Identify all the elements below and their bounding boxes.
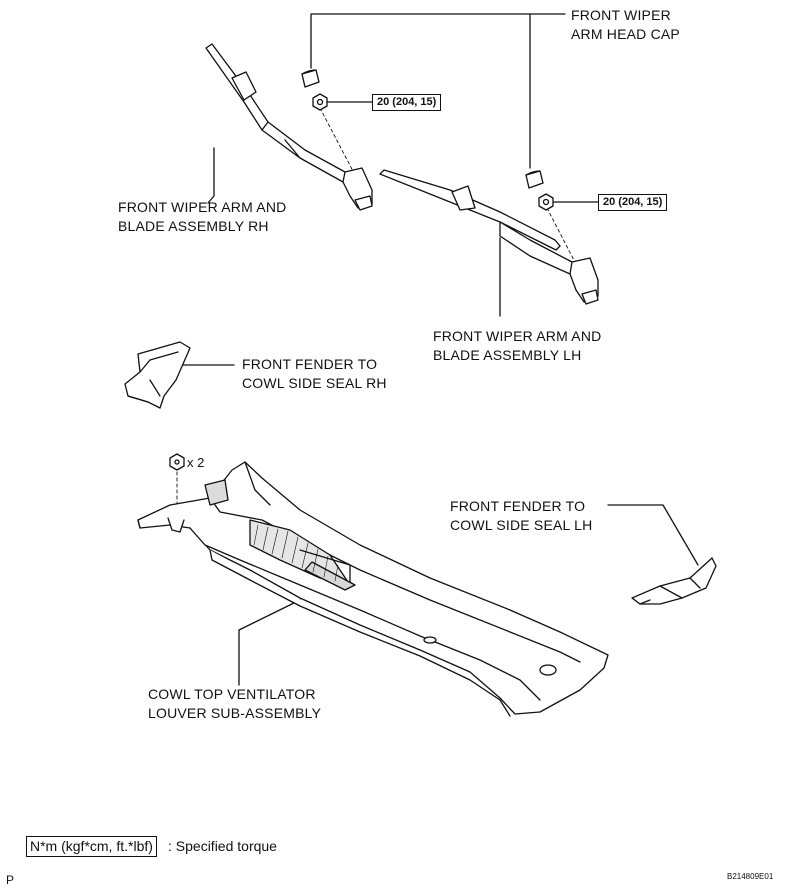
wiper-arm-nut-rh — [312, 93, 328, 111]
page-mark: P — [6, 873, 15, 887]
label-cowl-2: LOUVER SUB-ASSEMBLY — [148, 705, 322, 721]
label-head-cap-2: ARM HEAD CAP — [571, 26, 680, 42]
label-arm-rh-1: FRONT WIPER ARM AND — [118, 199, 287, 215]
label-arm-lh-2: BLADE ASSEMBLY LH — [433, 347, 582, 363]
leader-lines — [167, 13, 699, 686]
front-wiper-arm-head-cap-rh — [301, 69, 320, 88]
clip-quantity: x 2 — [187, 455, 205, 470]
cowl-clip — [169, 453, 185, 471]
fastener-axes — [176, 107, 579, 521]
front-fender-to-cowl-side-seal-rh — [124, 341, 191, 409]
label-arm-rh-2: BLADE ASSEMBLY RH — [118, 218, 269, 234]
label-head-cap-1: FRONT WIPER — [571, 7, 671, 23]
label-seal-rh-1: FRONT FENDER TO — [242, 356, 378, 372]
label-cowl-1: COWL TOP VENTILATOR — [148, 686, 316, 702]
front-wiper-arm-blade-rh — [205, 43, 373, 211]
front-wiper-arm-head-cap-lh — [525, 170, 544, 189]
label-seal-lh-2: COWL SIDE SEAL LH — [450, 517, 593, 533]
front-wiper-arm-blade-lh — [379, 169, 599, 305]
label-seal-rh-2: COWL SIDE SEAL RH — [242, 375, 387, 391]
cowl-top-ventilator-louver — [137, 461, 609, 717]
torque-spec-lh: 20 (204, 15) — [598, 194, 668, 211]
label-arm-lh-1: FRONT WIPER ARM AND — [433, 328, 602, 344]
torque-spec-rh: 20 (204, 15) — [372, 94, 442, 111]
front-fender-to-cowl-side-seal-lh — [631, 557, 717, 605]
wiper-arm-nut-lh — [538, 193, 554, 211]
figure-id: B214809E01 — [727, 872, 774, 881]
legend-unit-box: N*m (kgf*cm, ft.*lbf) — [26, 836, 157, 857]
legend-description: : Specified torque — [168, 838, 277, 854]
label-seal-lh-1: FRONT FENDER TO — [450, 498, 586, 514]
